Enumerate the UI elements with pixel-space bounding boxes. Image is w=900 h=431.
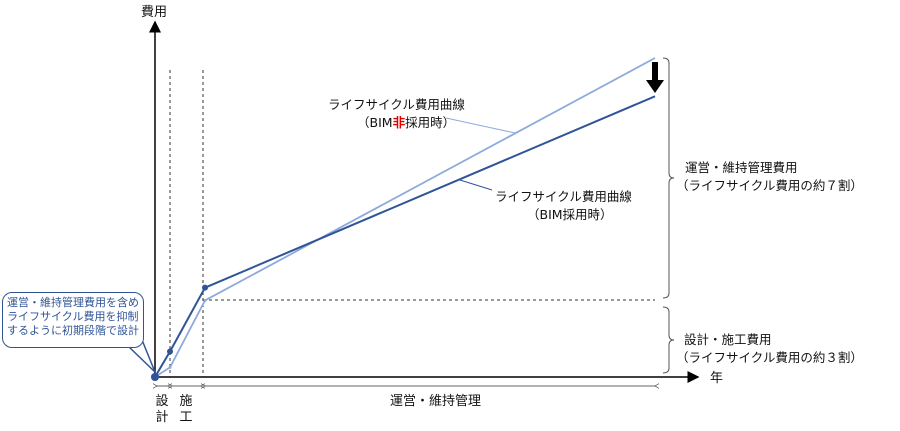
without-bim-sub: （BIM非採用時） [357,114,455,131]
leader-with-bim [459,179,493,191]
reduction-arrow-icon [646,62,664,93]
leader-without-bim [445,117,516,134]
phase-operation: 運営・維持管理 [390,394,482,409]
lifecycle-curve-without-bim [154,57,656,378]
operation-brace [662,57,675,299]
design-construction-brace [662,306,675,374]
x-axis-label: 年 [710,371,724,386]
phase-design-char1: 設 [155,394,169,409]
without-bim-sub-red: 非 [392,115,406,130]
design-construction-cost-title: 設計・施工費用 [684,332,772,347]
design-construction-cost-sub: （ライフサイクル費用の約３割） [676,350,863,365]
operation-cost-sub: （ライフサイクル費用の約７割） [676,178,863,193]
without-bim-sub-open: （BIM [357,115,393,130]
phase-design-char2: 計 [155,410,169,425]
lifecycle-curve-with-bim [154,95,656,378]
phase-design: 設計 [155,394,169,426]
with-bim-title: ライフサイクル費用曲線 [495,189,632,204]
phase-construction-char1: 施 [179,394,193,409]
y-axis-label: 費用 [141,5,168,20]
phase-construction-char2: 工 [179,410,193,425]
with-bim-point [202,284,208,291]
with-bim-point [151,373,159,381]
with-bim-point [167,348,173,355]
without-bim-sub-close: 採用時） [405,115,456,130]
without-bim-point [168,365,172,369]
without-bim-point [203,298,207,302]
design-callout: 運営・維持管理費用を含めライフサイクル費用を抑制するように初期段階で設計 [2,292,144,348]
phase-construction: 施工 [179,394,193,426]
operation-cost-title: 運営・維持管理費用 [685,160,798,175]
with-bim-sub: （BIM採用時） [527,207,613,222]
without-bim-title: ライフサイクル費用曲線 [328,97,465,112]
